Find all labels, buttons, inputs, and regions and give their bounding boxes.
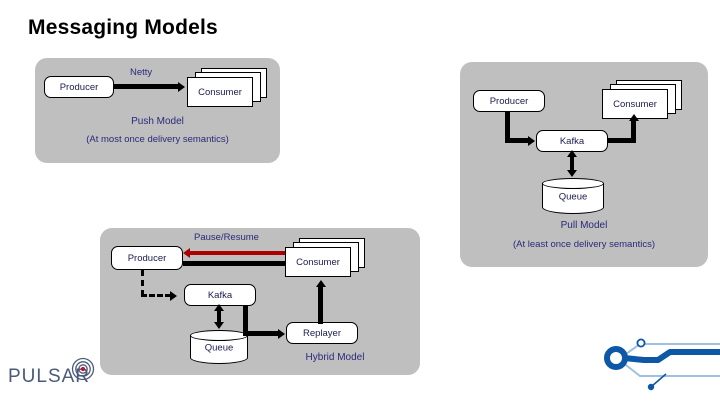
hybrid-queue-link-line	[217, 308, 221, 324]
hybrid-queue-label: Queue	[204, 342, 234, 354]
pull-producer-box[interactable]: Producer	[473, 90, 545, 112]
pull-consumer-stack[interactable]: Consumer	[602, 80, 690, 124]
pull-consumer-elbow-vertical	[631, 120, 636, 143]
hybrid-pause-resume-line	[189, 251, 292, 255]
pull-consumer-arrow-head	[628, 114, 639, 121]
push-consumer-label: Consumer	[198, 86, 242, 98]
pull-producer-label: Producer	[489, 95, 529, 107]
pulsar-logo-text: PULSAR	[8, 366, 91, 387]
pull-queue-body	[542, 183, 604, 214]
push-arrow-line	[114, 84, 179, 89]
hybrid-consumer-label: Consumer	[296, 256, 340, 268]
pull-queue-cylinder[interactable]: Queue	[542, 178, 604, 214]
pull-queue-top	[542, 178, 604, 189]
push-model-panel: Producer Netty Consumer Push Model (At m…	[35, 58, 280, 163]
hybrid-model-panel: Producer Pause/Resume Consumer Kafka	[100, 228, 420, 375]
circuit-trace-icon	[600, 330, 720, 400]
pull-consumer-elbow-horizontal	[608, 138, 636, 143]
push-consumer-stack[interactable]: Consumer	[187, 68, 267, 110]
hybrid-broker-box[interactable]: Kafka	[184, 284, 256, 306]
hybrid-link-label: Pause/Resume	[194, 232, 259, 243]
hybrid-producer-box[interactable]: Producer	[111, 246, 183, 270]
push-caption: Push Model	[131, 116, 184, 127]
push-link-label: Netty	[130, 67, 153, 78]
hybrid-replayer-consumer-arrow-head	[315, 280, 326, 287]
pull-semantics: (At least once delivery semantics)	[512, 239, 656, 250]
hybrid-replayer-box[interactable]: Replayer	[286, 322, 358, 344]
push-consumer-front: Consumer	[187, 77, 253, 107]
pull-queue-arrow-down	[567, 170, 577, 177]
hybrid-replayer-label: Replayer	[302, 327, 342, 339]
push-producer-box[interactable]: Producer	[44, 76, 114, 98]
hybrid-dashed-vertical	[141, 270, 144, 296]
hybrid-consumer-stack[interactable]: Consumer	[285, 238, 375, 282]
push-arrow-head	[178, 81, 185, 92]
page-title: Messaging Models	[28, 16, 218, 39]
pull-producer-elbow-vertical	[505, 112, 510, 141]
hybrid-replayer-elbow-vertical	[243, 306, 248, 335]
pull-producer-arrow-head	[528, 135, 535, 146]
pull-queue-label: Queue	[558, 191, 588, 203]
pull-model-panel: Producer Consumer Kafka Queue Pu	[460, 62, 708, 267]
push-semantics: (At most once delivery semantics)	[86, 134, 229, 145]
push-producer-label: Producer	[59, 81, 99, 93]
hybrid-queue-arrow-up	[214, 304, 224, 311]
pulsar-rings-icon	[71, 357, 95, 381]
hybrid-producer-label: Producer	[127, 252, 167, 264]
hybrid-caption: Hybrid Model	[305, 352, 365, 363]
pulsar-logo: PULSAR	[8, 357, 95, 388]
pull-broker-label: Kafka	[559, 135, 585, 147]
hybrid-replayer-elbow-horizontal	[243, 331, 279, 336]
hybrid-dashed-arrow-head	[170, 291, 177, 301]
hybrid-queue-top	[190, 330, 248, 341]
hybrid-consumer-front: Consumer	[285, 247, 351, 277]
hybrid-replayer-arrow-head	[278, 328, 285, 339]
hybrid-queue-arrow-down	[214, 322, 224, 329]
pull-consumer-label: Consumer	[613, 98, 657, 110]
pull-queue-link-line	[570, 154, 574, 172]
pull-producer-elbow-horizontal	[505, 138, 529, 143]
hybrid-broker-label: Kafka	[207, 289, 233, 301]
hybrid-replayer-consumer-line	[318, 286, 323, 324]
pull-broker-box[interactable]: Kafka	[536, 130, 608, 152]
pull-caption: Pull Model	[560, 220, 608, 231]
pull-queue-arrow-up	[567, 150, 577, 157]
hybrid-queue-cylinder[interactable]: Queue	[190, 330, 248, 364]
hybrid-dashed-horizontal	[141, 294, 171, 297]
hybrid-data-line	[183, 261, 295, 266]
hybrid-pause-resume-arrow-head	[183, 248, 190, 258]
